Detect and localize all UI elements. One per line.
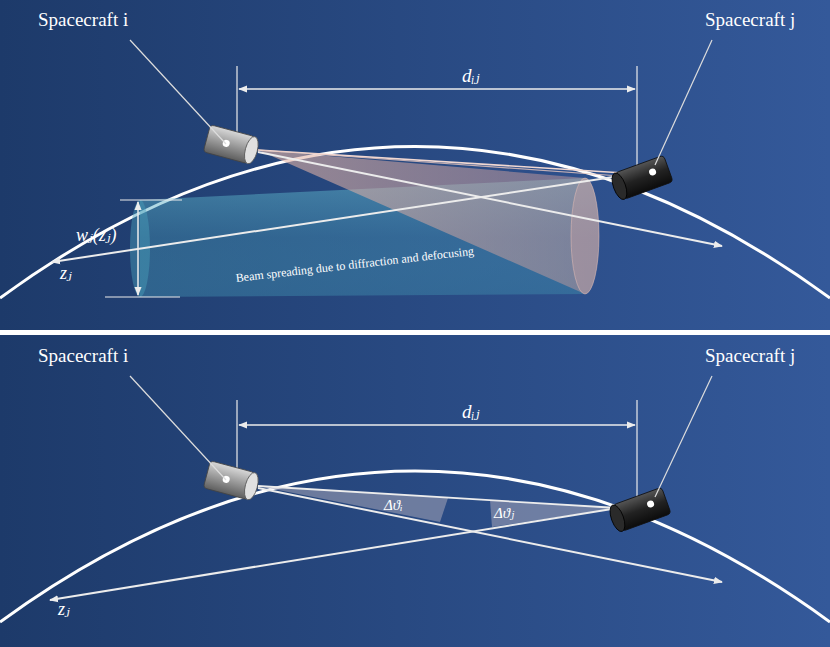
spacecraft-label: Spacecraft j (705, 10, 795, 31)
spacecraft-label: Spacecraft i (38, 10, 128, 31)
axis-label: zⱼ (60, 264, 72, 284)
spacecraft-label: Spacecraft j (705, 346, 795, 367)
beam-width-label: wⱼ(zⱼ) (76, 226, 117, 246)
angle-label: Δϑᵢ (384, 497, 403, 514)
distance-label: dᵢⱼ (462, 402, 480, 423)
angle-label: Δϑⱼ (494, 505, 514, 522)
axis-label: zⱼ (58, 600, 70, 620)
distance-label: dᵢⱼ (462, 66, 480, 87)
spacecraft-label: Spacecraft i (38, 346, 128, 367)
